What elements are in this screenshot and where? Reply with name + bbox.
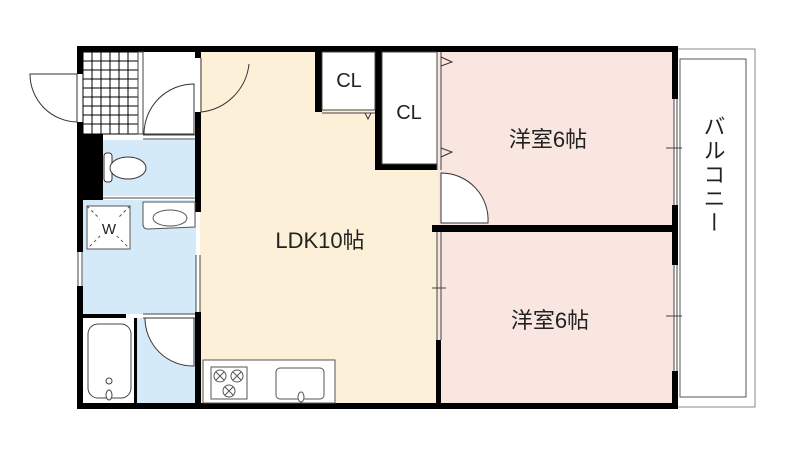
washer-label: W: [102, 221, 117, 238]
western-room-2: [438, 232, 674, 406]
doors: [29, 56, 489, 367]
toilet-fixture: [103, 152, 147, 183]
bath-door: [144, 317, 195, 367]
bathtub: [87, 323, 132, 401]
partitions: [77, 51, 682, 371]
ldk-label: LDK10帖: [275, 228, 364, 253]
room-door: [440, 172, 489, 224]
wash-basin: [142, 201, 196, 230]
western-room-1-label: 洋室6帖: [509, 127, 587, 152]
ldk-door: [200, 58, 250, 113]
western-room-2-label: 洋室6帖: [511, 308, 589, 333]
closet-1-label: CL: [336, 70, 362, 92]
balcony: バルコニー: [676, 48, 756, 408]
washing-machine: W: [86, 205, 131, 250]
closet-2-label: CL: [396, 102, 422, 124]
balcony-label: バルコニー: [701, 115, 726, 235]
toilet-door: [143, 83, 195, 135]
entrance-door: [29, 73, 78, 123]
kitchen-counter: [202, 359, 336, 404]
entrance-tiles: [82, 51, 139, 135]
walls: [77, 46, 678, 409]
